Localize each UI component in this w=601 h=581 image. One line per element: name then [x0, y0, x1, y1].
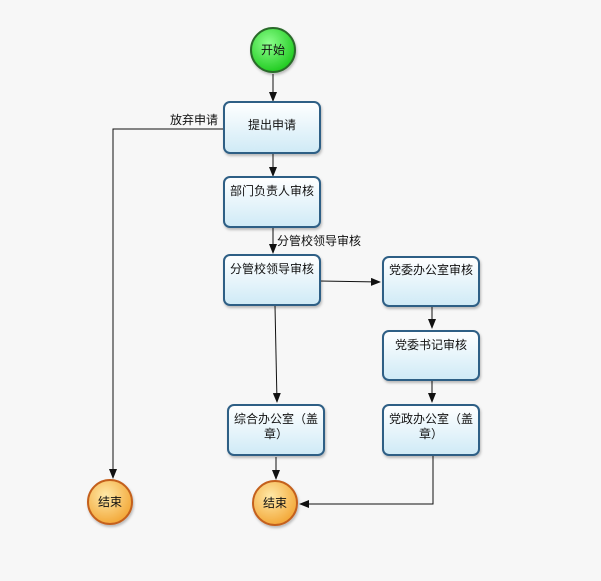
general-office-seal-node[interactable]: 综合办公室（盖 章）	[227, 404, 325, 456]
edge-abandon	[109, 128, 223, 479]
submit-node[interactable]: 提出申请	[223, 101, 321, 154]
leader-review-label: 分管校领导审核	[230, 261, 314, 276]
party-secretary-review-label: 党委书记审核	[395, 337, 467, 352]
end-node-left[interactable]: 结束	[87, 479, 133, 525]
start-label: 开始	[261, 43, 285, 57]
end-middle-label: 结束	[263, 496, 287, 510]
edge-leader-to-party-office	[319, 277, 381, 286]
edges	[109, 74, 436, 508]
party-admin-office-seal-label-line1: 党政办公室（盖	[389, 411, 473, 426]
end-left-label: 结束	[98, 495, 122, 509]
leader-review-node[interactable]: 分管校领导审核	[223, 254, 321, 306]
general-office-seal-label-line2: 章）	[264, 426, 288, 441]
party-admin-office-seal-node[interactable]: 党政办公室（盖 章）	[382, 404, 480, 456]
general-office-seal-label-line1: 综合办公室（盖	[234, 411, 318, 426]
party-office-review-label: 党委办公室审核	[389, 262, 473, 277]
abandon-label: 放弃申请	[170, 112, 218, 127]
party-office-review-node[interactable]: 党委办公室审核	[382, 256, 480, 307]
edge-leader-to-general-office	[272, 305, 281, 403]
dept-review-label: 部门负责人审核	[230, 183, 314, 198]
party-secretary-review-node[interactable]: 党委书记审核	[382, 330, 480, 381]
submit-label: 提出申请	[248, 117, 296, 132]
to-leader-label: 分管校领导审核	[277, 233, 361, 248]
dept-review-node[interactable]: 部门负责人审核	[223, 176, 321, 228]
party-admin-office-seal-label-line2: 章）	[419, 426, 443, 441]
start-node[interactable]: 开始	[250, 27, 296, 73]
end-node-middle[interactable]: 结束	[252, 480, 298, 526]
edge-party-admin-to-end	[299, 456, 434, 508]
